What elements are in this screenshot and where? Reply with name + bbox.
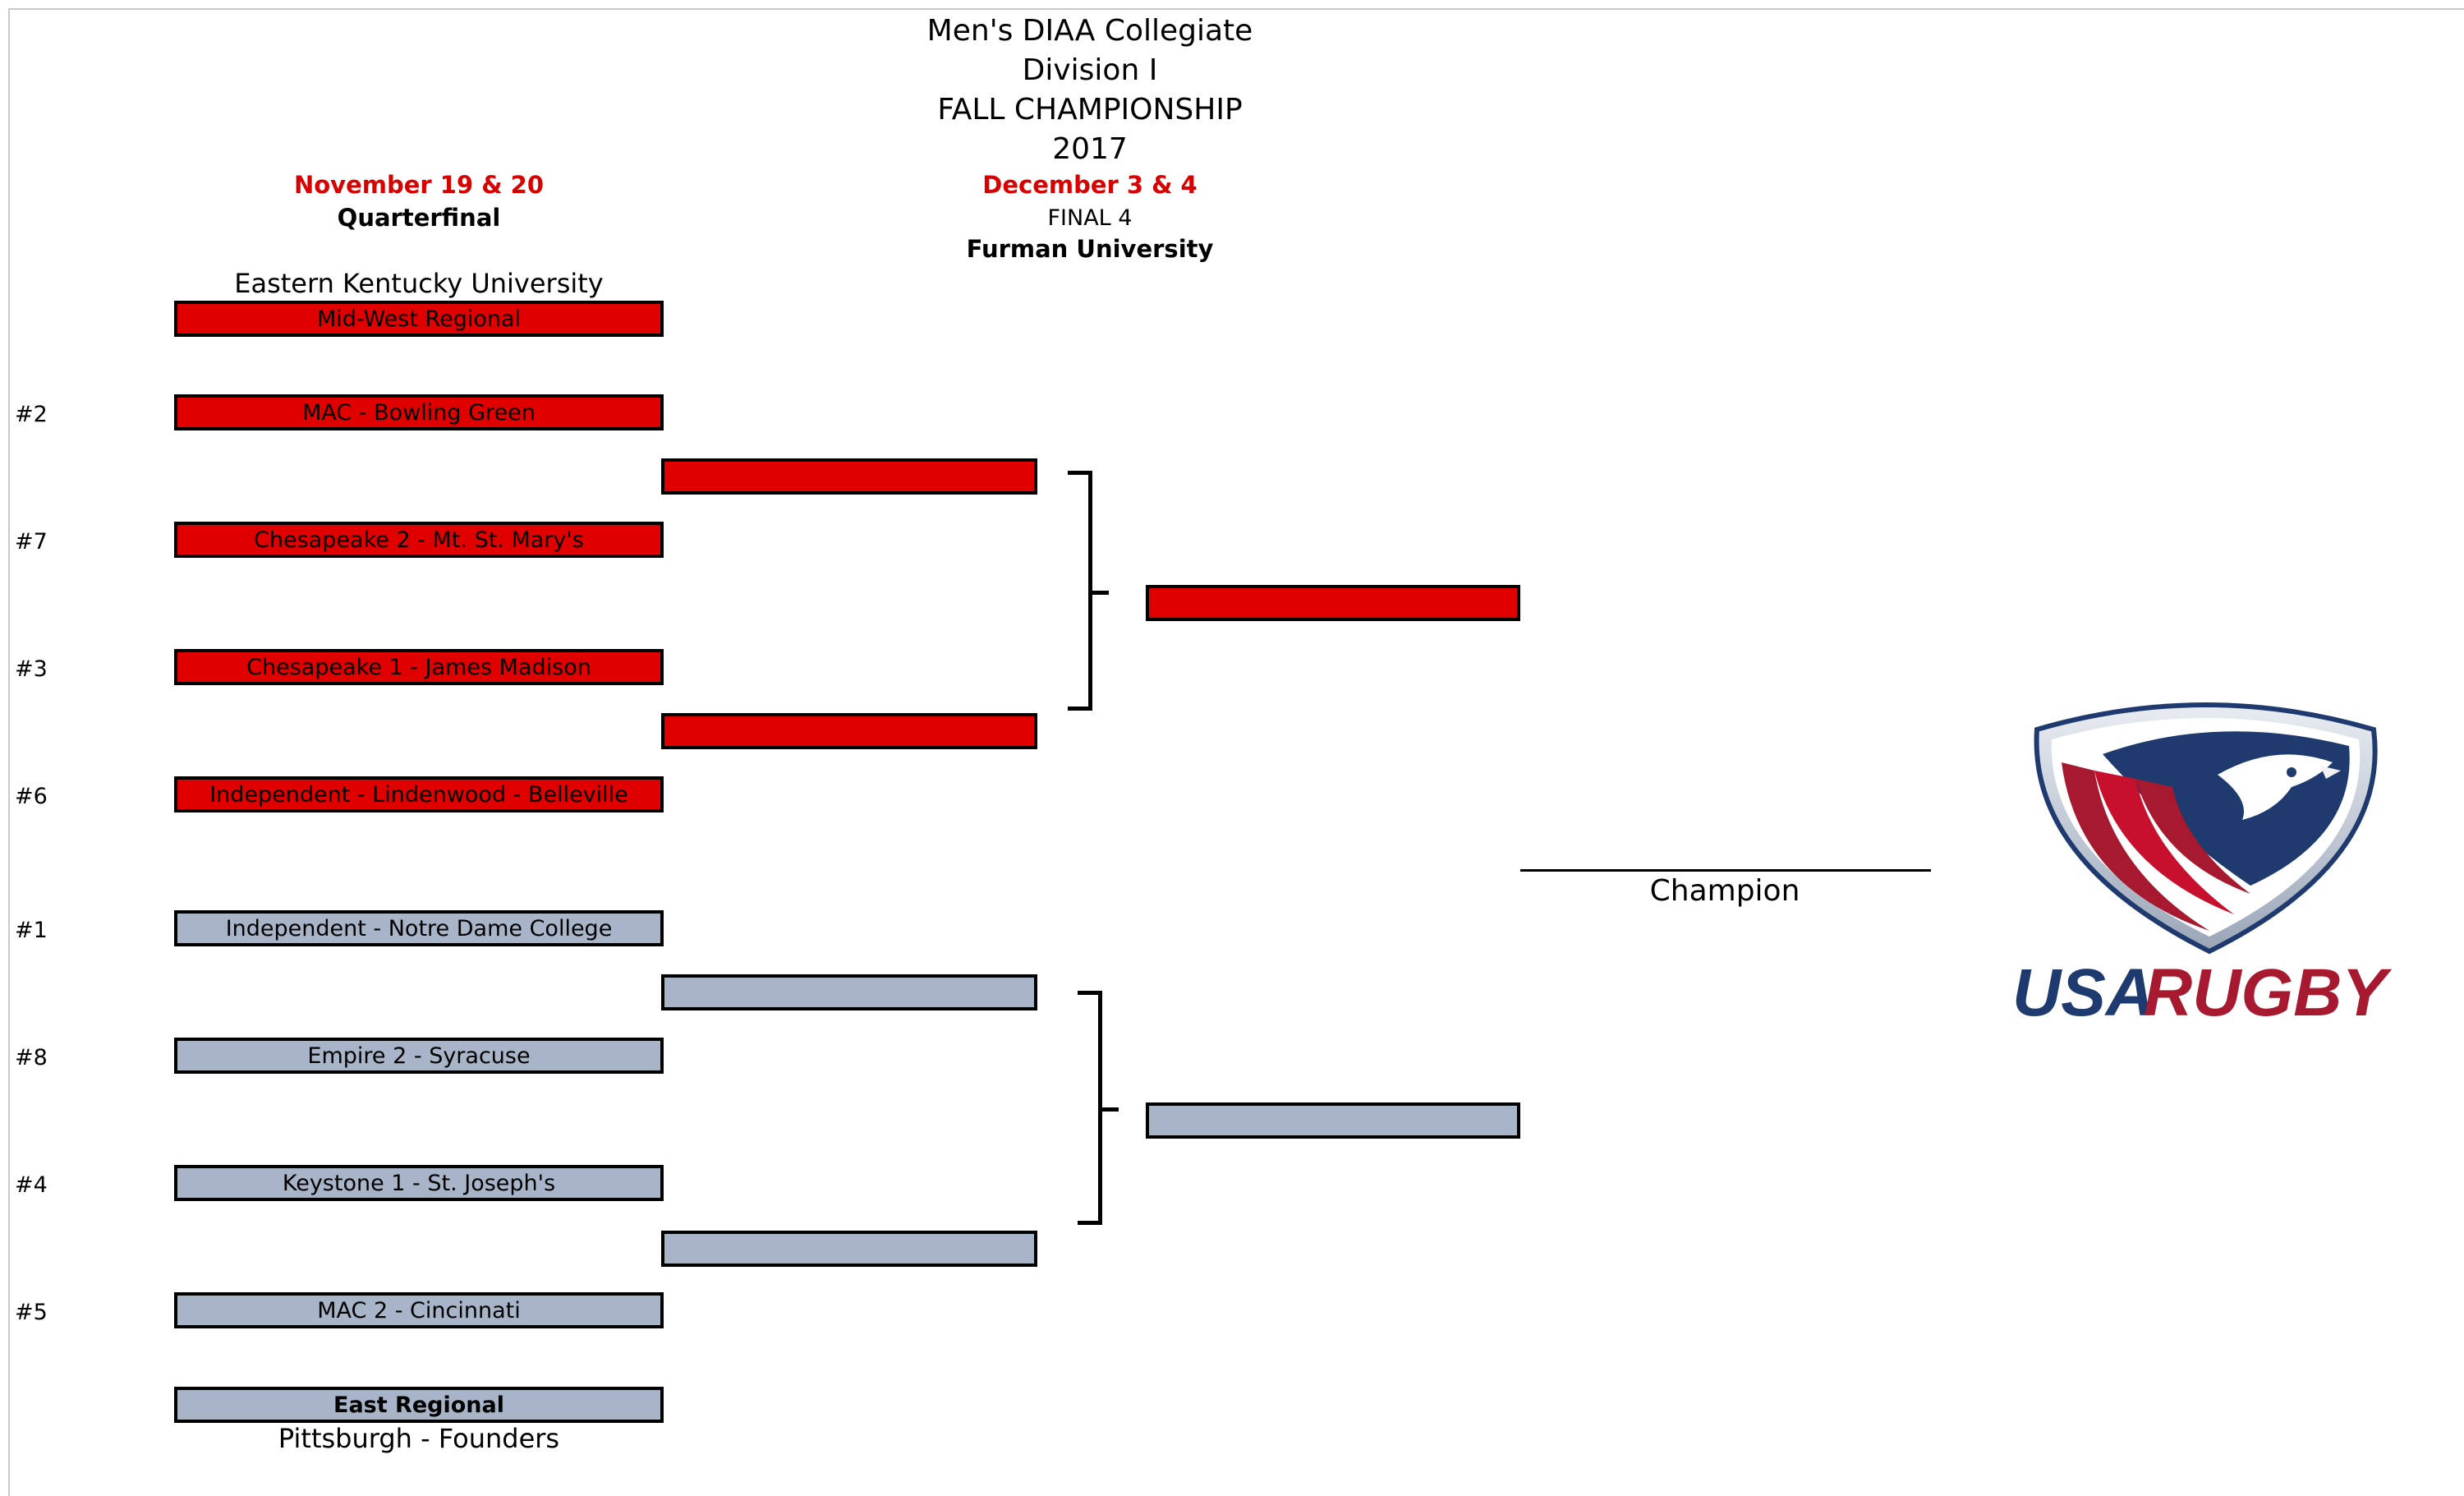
champion-label: Champion xyxy=(1649,874,1800,908)
east-regional-box: East Regional xyxy=(174,1387,664,1423)
frame-top-border xyxy=(8,8,2464,10)
bracket-line xyxy=(1078,1221,1102,1225)
quarterfinal-date: November 19 & 20 xyxy=(293,171,545,199)
seed-label: #3 xyxy=(15,656,48,682)
final-slot-east xyxy=(1146,1102,1520,1139)
team-slot-east-4: MAC 2 - Cincinnati xyxy=(174,1292,664,1328)
team-slot-east-1: Independent - Notre Dame College xyxy=(174,910,664,946)
final4-date: December 3 & 4 xyxy=(982,171,1198,199)
team-slot-midwest-2: Chesapeake 2 - Mt. St. Mary's xyxy=(174,522,664,558)
midwest-regional-box: Mid-West Regional xyxy=(174,301,664,337)
title-line-2: Division I xyxy=(1022,53,1158,87)
final4-venue: Furman University xyxy=(966,235,1214,263)
title-line-3: FALL CHAMPIONSHIP xyxy=(937,93,1243,127)
usa-rugby-eagle-ball-icon xyxy=(2034,702,2378,955)
usa-rugby-logo: USA RUGBY xyxy=(2012,702,2392,1025)
semifinal-slot-midwest-2 xyxy=(661,713,1037,749)
team-slot-midwest-3: Chesapeake 1 - James Madison xyxy=(174,649,664,685)
team-slot-east-3: Keystone 1 - St. Joseph's xyxy=(174,1165,664,1201)
seed-label: #4 xyxy=(15,1172,48,1198)
semifinal-slot-midwest-1 xyxy=(661,458,1037,495)
final4-label: FINAL 4 xyxy=(1047,205,1133,231)
midwest-host: Eastern Kentucky University xyxy=(234,268,604,299)
title-line-4: 2017 xyxy=(1052,132,1128,166)
semifinal-slot-east-2 xyxy=(661,1231,1037,1267)
bracket-line xyxy=(1068,471,1092,475)
seed-label: #5 xyxy=(15,1300,48,1325)
bracket-line xyxy=(1098,1107,1119,1112)
logo-text-rugby: RUGBY xyxy=(2144,955,2392,1025)
east-host: Pittsburgh - Founders xyxy=(278,1423,560,1454)
quarterfinal-label: Quarterfinal xyxy=(337,204,501,232)
champion-line xyxy=(1520,869,1931,872)
semifinal-slot-east-1 xyxy=(661,974,1037,1010)
frame-left-border xyxy=(8,8,10,1496)
seed-label: #2 xyxy=(15,402,48,427)
bracket-line xyxy=(1078,991,1102,995)
team-slot-midwest-4: Independent - Lindenwood - Belleville xyxy=(174,776,664,812)
seed-label: #7 xyxy=(15,529,48,555)
bracket-line xyxy=(1088,591,1109,595)
title-line-1: Men's DIAA Collegiate xyxy=(926,14,1253,48)
logo-text-usa: USA xyxy=(2012,955,2154,1025)
team-slot-east-2: Empire 2 - Syracuse xyxy=(174,1038,664,1074)
final-slot-midwest xyxy=(1146,585,1520,621)
seed-label: #8 xyxy=(15,1045,48,1070)
seed-label: #6 xyxy=(15,784,48,809)
bracket-line xyxy=(1068,707,1092,711)
seed-label: #1 xyxy=(15,918,48,943)
team-slot-midwest-1: MAC - Bowling Green xyxy=(174,394,664,430)
